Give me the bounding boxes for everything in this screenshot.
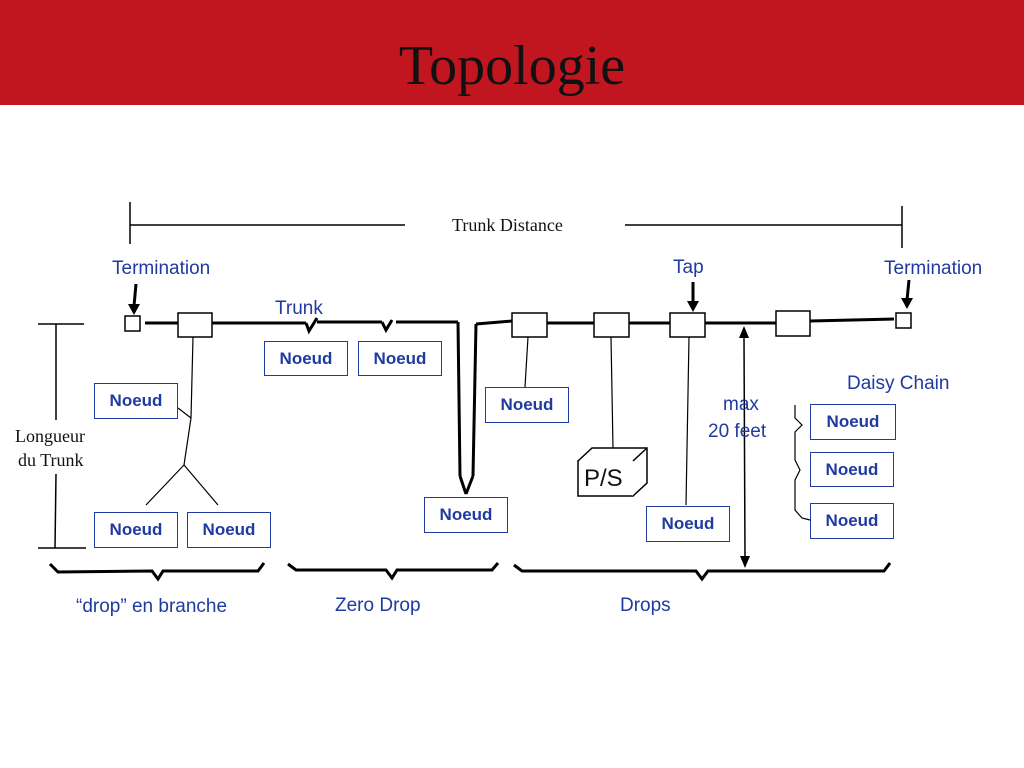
du-trunk-label: du Trunk (18, 450, 84, 470)
termination-left-label: Termination (112, 258, 211, 279)
node-branch-top: Noeud (94, 383, 178, 419)
node-zero-drop-1: Noeud (264, 341, 348, 376)
max-label: max (723, 394, 759, 415)
node-zero-drop-3: Noeud (424, 497, 508, 533)
title-bar (0, 0, 1024, 105)
node-zero-drop-2: Noeud (358, 341, 442, 376)
node-drop-1: Noeud (485, 387, 569, 423)
node-branch-right: Noeud (187, 512, 271, 548)
trunk-taps (124, 310, 912, 338)
daisy-chain-label: Daisy Chain (847, 373, 950, 394)
longueur-label: Longueur (15, 426, 85, 446)
termination-right-label: Termination (884, 258, 983, 279)
trunk-label: Trunk (275, 298, 323, 319)
node-daisy-3: Noeud (810, 503, 894, 539)
max-distance-arrow (739, 326, 750, 568)
drop-lines (145, 336, 690, 506)
bottom-braces (48, 562, 892, 582)
drop-branche-label: “drop” en branche (76, 596, 228, 617)
node-drop-tap: Noeud (646, 506, 730, 542)
trunk-line (145, 317, 895, 495)
trunk-length-dimension (38, 323, 86, 549)
node-daisy-2: Noeud (810, 452, 894, 487)
zero-drop-label: Zero Drop (335, 595, 421, 616)
daisy-chain-links (794, 405, 811, 521)
node-daisy-1: Noeud (810, 404, 896, 440)
trunk-distance-dimension (129, 202, 903, 248)
trunk-distance-label: Trunk Distance (452, 215, 563, 235)
tap-label: Tap (673, 257, 704, 278)
drops-label: Drops (620, 595, 671, 616)
node-branch-left: Noeud (94, 512, 178, 548)
max-20-feet-label: 20 feet (708, 421, 767, 442)
slide-title: Topologie (398, 35, 626, 97)
termination-arrows (128, 279, 913, 315)
ps-label: P/S (584, 465, 623, 492)
ps-box (577, 447, 648, 497)
